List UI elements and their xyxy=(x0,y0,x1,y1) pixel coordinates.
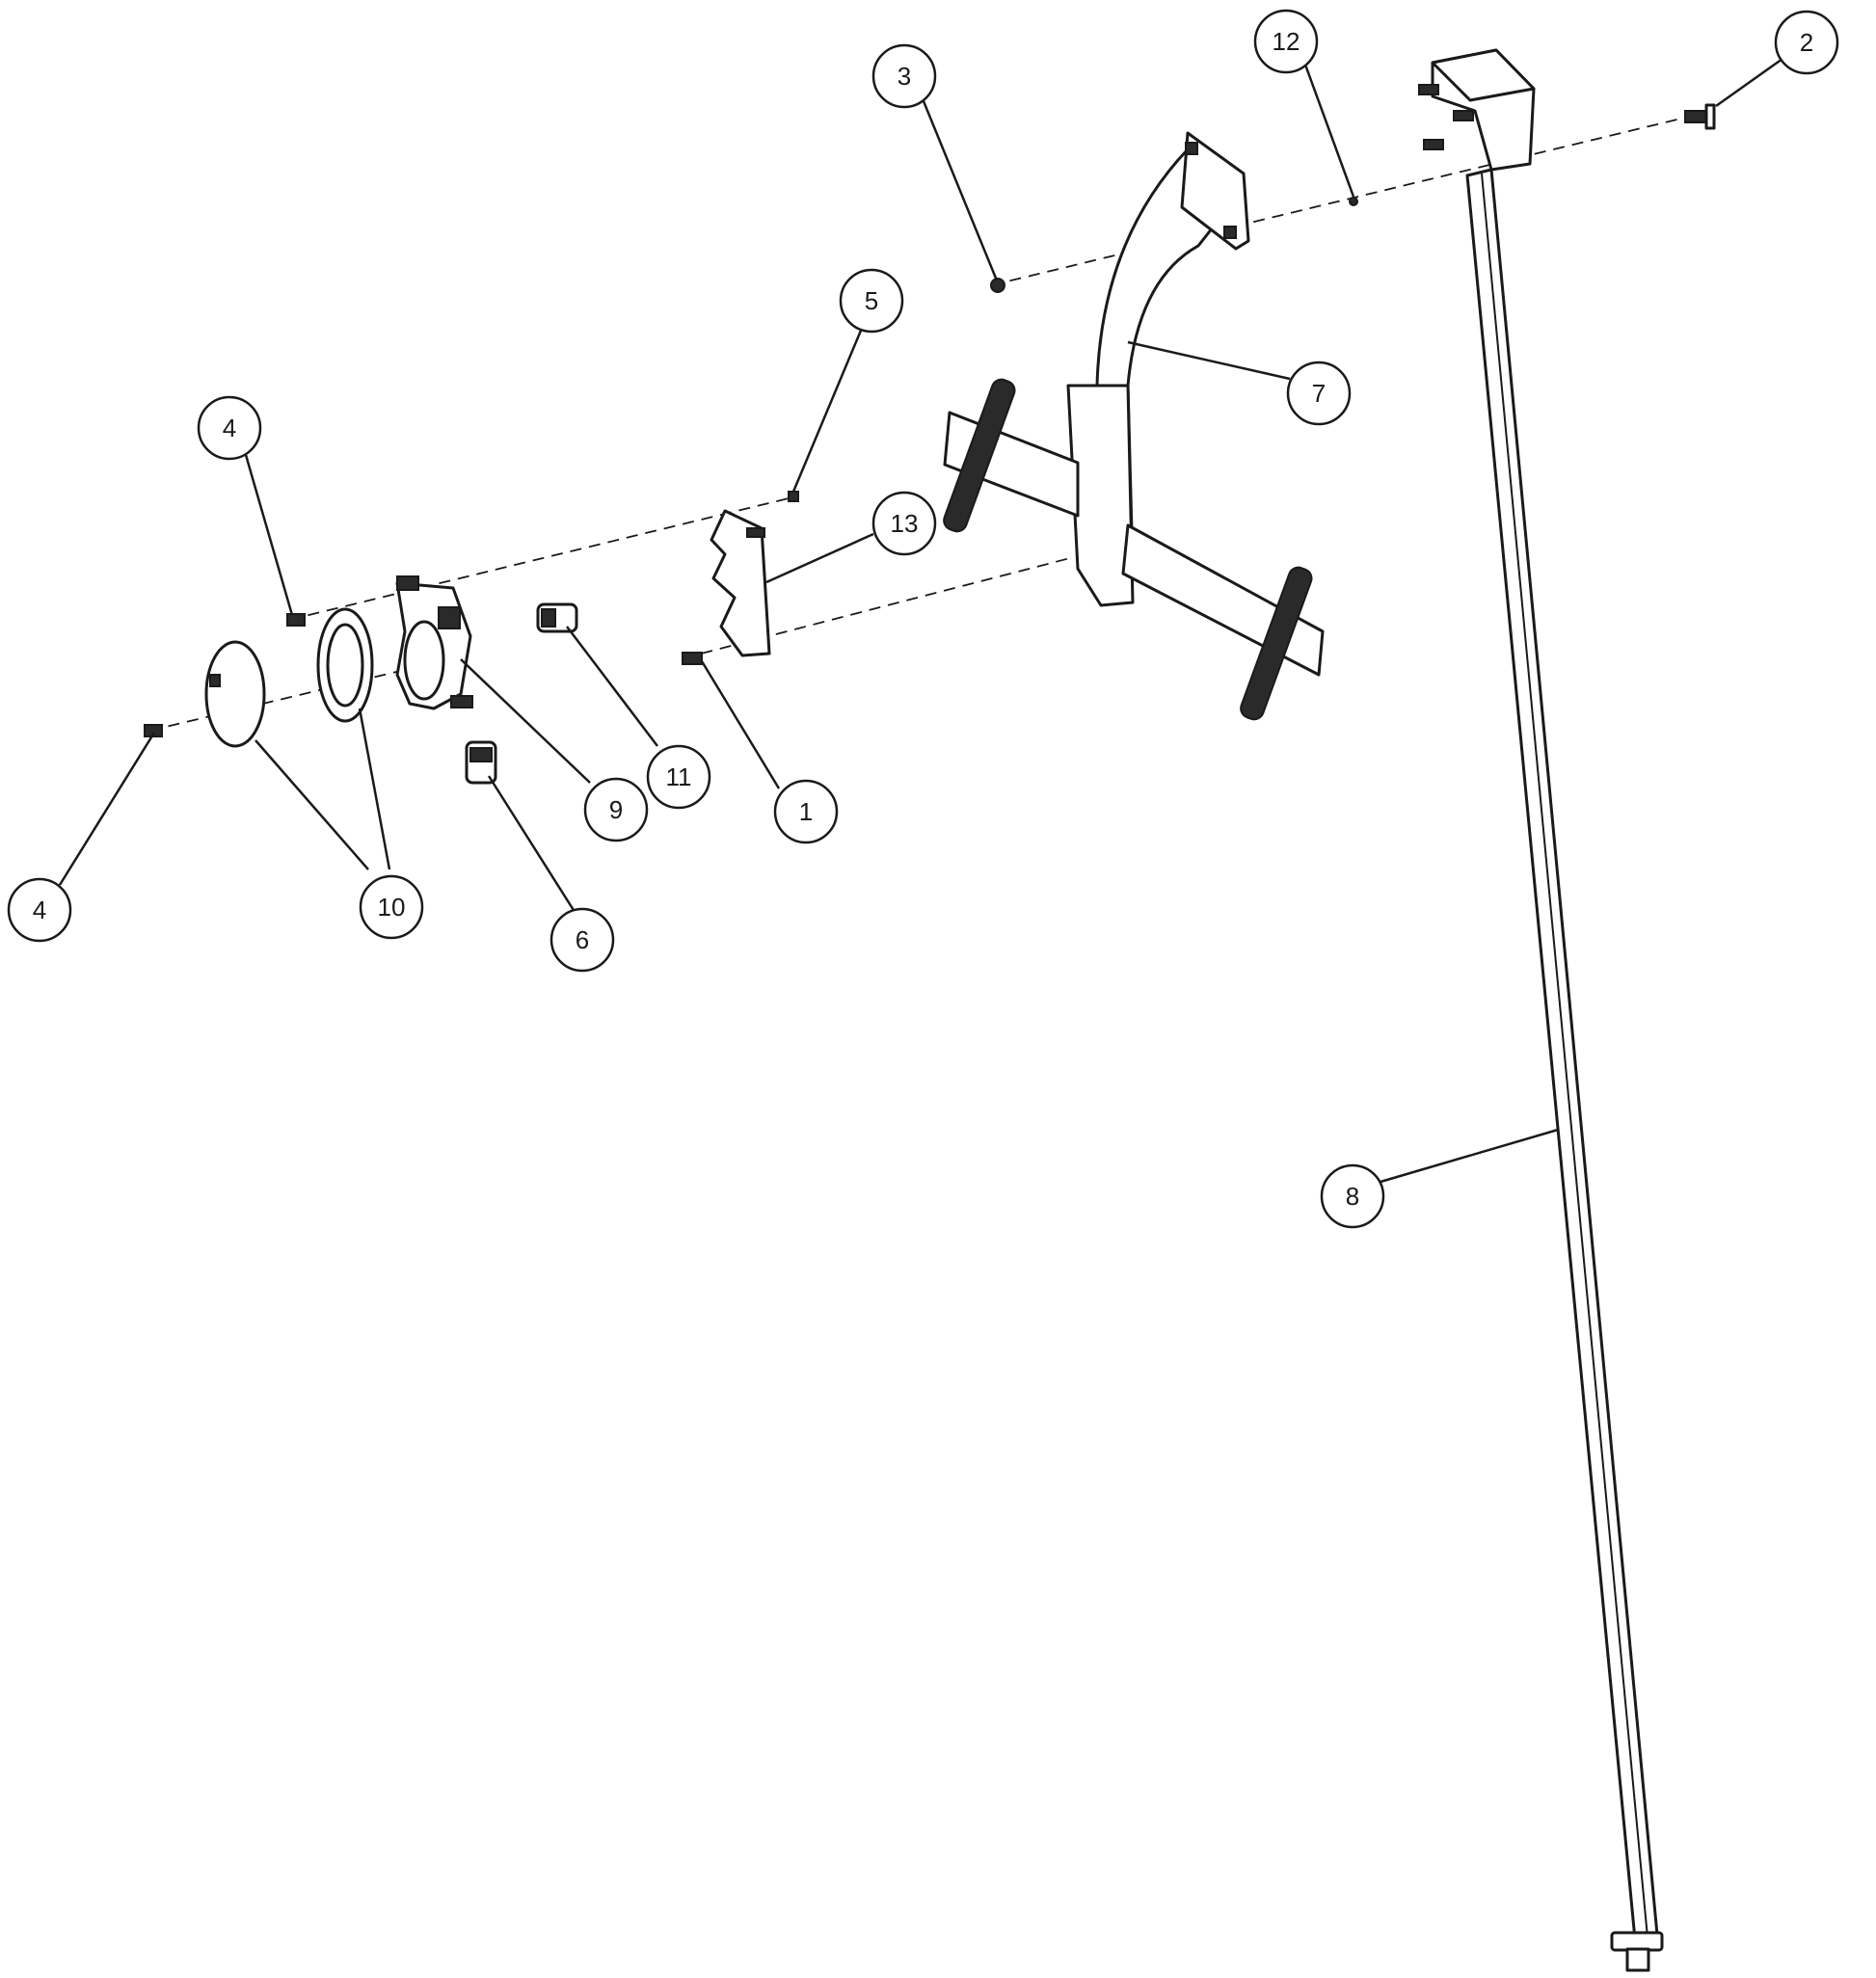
pole-bolt xyxy=(1453,110,1474,121)
pole-part xyxy=(1418,48,1664,1972)
washer-part-12 xyxy=(1349,197,1358,206)
callout-7: 7 xyxy=(1286,361,1352,426)
pole-end-cap xyxy=(1610,1931,1664,1952)
arm-lower-post xyxy=(1066,384,1135,607)
callout-1: 1 xyxy=(773,779,839,844)
pole-bolt xyxy=(1423,139,1444,150)
grip-handle-top xyxy=(943,378,1016,533)
curved-arm-part xyxy=(943,131,1325,721)
bolt-part-2 xyxy=(1684,103,1716,130)
callout-4a: 4 xyxy=(197,395,262,461)
pole-bolt xyxy=(1418,84,1439,95)
callout-2-label: 2 xyxy=(1800,28,1813,57)
nut-part-5 xyxy=(788,491,799,502)
leader-lines xyxy=(58,57,1783,1184)
gasket-part-10 xyxy=(204,607,374,748)
callout-8: 8 xyxy=(1320,1163,1385,1229)
bolt-head xyxy=(1704,103,1716,130)
callouts: 1 2 3 4 4 5 6 7 xyxy=(7,9,1839,1229)
leader-12 xyxy=(1303,64,1355,198)
fitting-thread xyxy=(541,608,556,628)
callout-4a-label: 4 xyxy=(223,414,236,442)
callout-6-label: 6 xyxy=(576,925,589,954)
leader-2 xyxy=(1715,57,1783,108)
fitting-6-thread xyxy=(469,747,493,762)
callout-1-label: 1 xyxy=(799,797,813,826)
leader-9 xyxy=(460,658,591,784)
bolt-part-4-lower xyxy=(144,724,163,737)
clamp-knob xyxy=(438,606,461,629)
leader-1 xyxy=(700,660,781,789)
callout-3: 3 xyxy=(871,43,937,109)
fitting-part-11 xyxy=(536,602,578,633)
arm-bolt xyxy=(1185,142,1198,155)
leader-4b xyxy=(58,732,156,886)
pole-top-plate xyxy=(1431,48,1536,102)
callout-11-label: 11 xyxy=(666,762,692,791)
leader-11 xyxy=(566,626,658,747)
callout-2: 2 xyxy=(1774,10,1839,75)
plate-part-13 xyxy=(710,509,771,657)
clamp-bore xyxy=(403,620,445,701)
pole-edge xyxy=(1481,173,1648,1938)
bolt-part-1 xyxy=(682,652,703,665)
pole-end-plug xyxy=(1625,1947,1650,1972)
bolt-part-4-upper xyxy=(286,613,306,627)
callout-12-label: 12 xyxy=(1273,27,1300,56)
arm-bolt xyxy=(1223,226,1237,239)
fitting-part-6 xyxy=(465,740,497,785)
callout-4b: 4 xyxy=(7,877,72,943)
grip-handle-bottom xyxy=(1240,566,1313,721)
callout-12: 12 xyxy=(1253,9,1319,74)
callout-5: 5 xyxy=(839,268,904,334)
plate-stud xyxy=(746,527,765,538)
leader-10a xyxy=(255,739,369,870)
arm-flange xyxy=(1180,131,1250,251)
callout-4b-label: 4 xyxy=(33,895,46,924)
callout-11: 11 xyxy=(646,744,711,810)
callout-10: 10 xyxy=(359,874,424,940)
leader-10b xyxy=(358,708,391,870)
callout-9-label: 9 xyxy=(609,795,623,824)
callout-3-label: 3 xyxy=(898,62,911,91)
pole-tube xyxy=(1465,168,1659,1941)
gasket-inner xyxy=(326,623,364,708)
callout-9: 9 xyxy=(583,777,649,842)
cover-disc xyxy=(204,640,266,748)
callout-5-label: 5 xyxy=(865,286,878,315)
leader-13 xyxy=(765,532,874,584)
callout-8-label: 8 xyxy=(1346,1182,1359,1211)
callout-10-label: 10 xyxy=(378,893,406,922)
callout-13: 13 xyxy=(871,491,937,556)
axis-upper xyxy=(288,496,793,621)
callout-13-label: 13 xyxy=(891,509,919,538)
axis-top xyxy=(990,116,1690,286)
leader-6 xyxy=(487,775,578,916)
leader-5 xyxy=(791,325,865,493)
nut-part-3 xyxy=(990,278,1005,293)
leader-4a xyxy=(244,454,294,616)
cover-screw xyxy=(209,674,221,687)
leader-3 xyxy=(922,100,999,281)
clamp-knob xyxy=(396,575,419,591)
clamp-foot xyxy=(450,695,473,708)
plate-body xyxy=(710,509,771,657)
assembly-axes xyxy=(148,116,1690,732)
clamp-part-9 xyxy=(395,575,473,710)
callout-6: 6 xyxy=(549,907,615,973)
leader-8 xyxy=(1380,1128,1559,1184)
callout-7-label: 7 xyxy=(1312,379,1326,408)
leader-7 xyxy=(1127,340,1291,381)
